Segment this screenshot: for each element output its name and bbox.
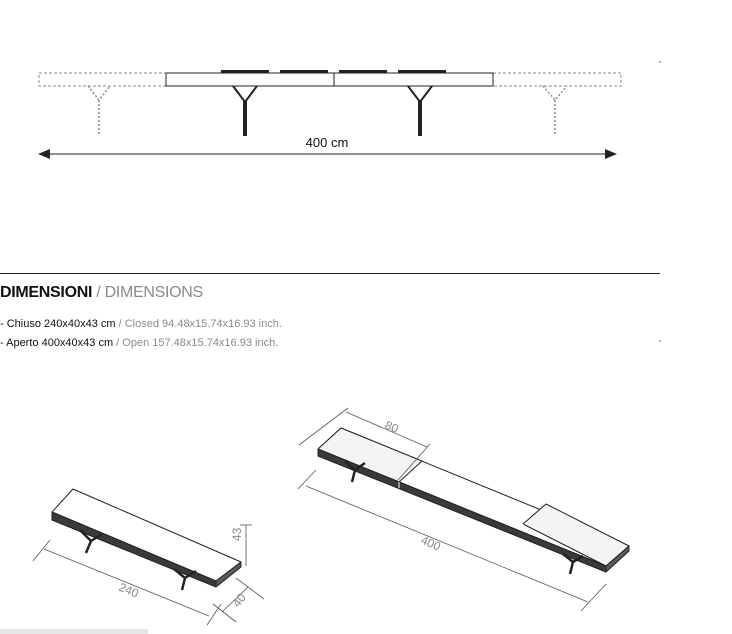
closed-depth-label: 40 [230, 590, 250, 609]
spec-open-sep: / [113, 337, 123, 349]
open-extension-dim [345, 411, 428, 448]
section-divider [0, 273, 660, 274]
closed-length-ext-right [206, 603, 222, 626]
spec-open-it: - Aperto 400x40x43 cm [0, 337, 114, 349]
spec-open: - Aperto 400x40x43 cm / Open 157.48x15.7… [0, 336, 278, 350]
dimensions-heading-sep: / [92, 284, 105, 301]
dimensions-heading-en: DIMENSIONS [104, 284, 204, 301]
bench-seat-closed [165, 72, 494, 87]
cushion-3 [339, 70, 387, 73]
spec-closed-sep: / [115, 318, 125, 330]
open-length-label: 400 [419, 533, 443, 554]
extension-left-outline [38, 72, 167, 87]
closed-height-label: 43 [230, 527, 244, 541]
bench-leg-left [232, 85, 258, 104]
spec-closed-it: - Chiuso 240x40x43 cm [0, 318, 116, 330]
front-elevation: 400 cm [38, 61, 661, 342]
open-seat-front [317, 448, 607, 573]
closed-leg-left [79, 529, 103, 554]
spec-closed-en: Closed 94.48x15.74x16.93 inch. [124, 318, 282, 330]
open-length-ext-left [297, 469, 317, 490]
closed-length-label: 240 [117, 580, 141, 601]
length-label: 400 cm [306, 135, 349, 150]
cushion-1 [221, 70, 269, 73]
dimensions-heading-it: DIMENSIONI [0, 284, 93, 301]
open-leg-left [344, 460, 366, 483]
closed-seat-end [215, 561, 242, 588]
open-extension-label: 80 [383, 418, 401, 436]
open-length-dim [305, 485, 589, 603]
extension-leg-left [87, 85, 111, 136]
open-seat-end [605, 545, 630, 573]
open-length-ext-right [580, 583, 607, 612]
closed-length-ext-left [32, 539, 51, 562]
length-arrow-right [605, 149, 617, 159]
extension-leg-right [542, 85, 568, 136]
open-extension-ext-right [397, 443, 431, 481]
open-extension-ext-left [298, 407, 349, 446]
closed-leg-right [173, 568, 197, 591]
cushion-2 [280, 70, 328, 73]
open-bench-isometric [297, 407, 630, 612]
extension-right-outline [492, 72, 622, 87]
spec-open-en: Open 157.48x15.74x16.93 inch. [122, 337, 279, 349]
footer-bar [0, 629, 148, 634]
closed-length-dim [43, 548, 210, 617]
closed-depth-ext2 [212, 603, 237, 623]
open-leg-right [562, 553, 584, 575]
length-arrow-left [38, 149, 50, 159]
closed-depth-ext [235, 577, 265, 600]
bench-leg-right [407, 85, 433, 104]
cushion-4 [398, 70, 446, 73]
spec-closed: - Chiuso 240x40x43 cm / Closed 94.48x15.… [0, 317, 282, 331]
closed-seat-top [51, 488, 242, 582]
closed-depth-dim [221, 586, 249, 613]
dimensions-heading: DIMENSIONI / DIMENSIONS [0, 283, 203, 303]
closed-bench-isometric [32, 488, 265, 626]
